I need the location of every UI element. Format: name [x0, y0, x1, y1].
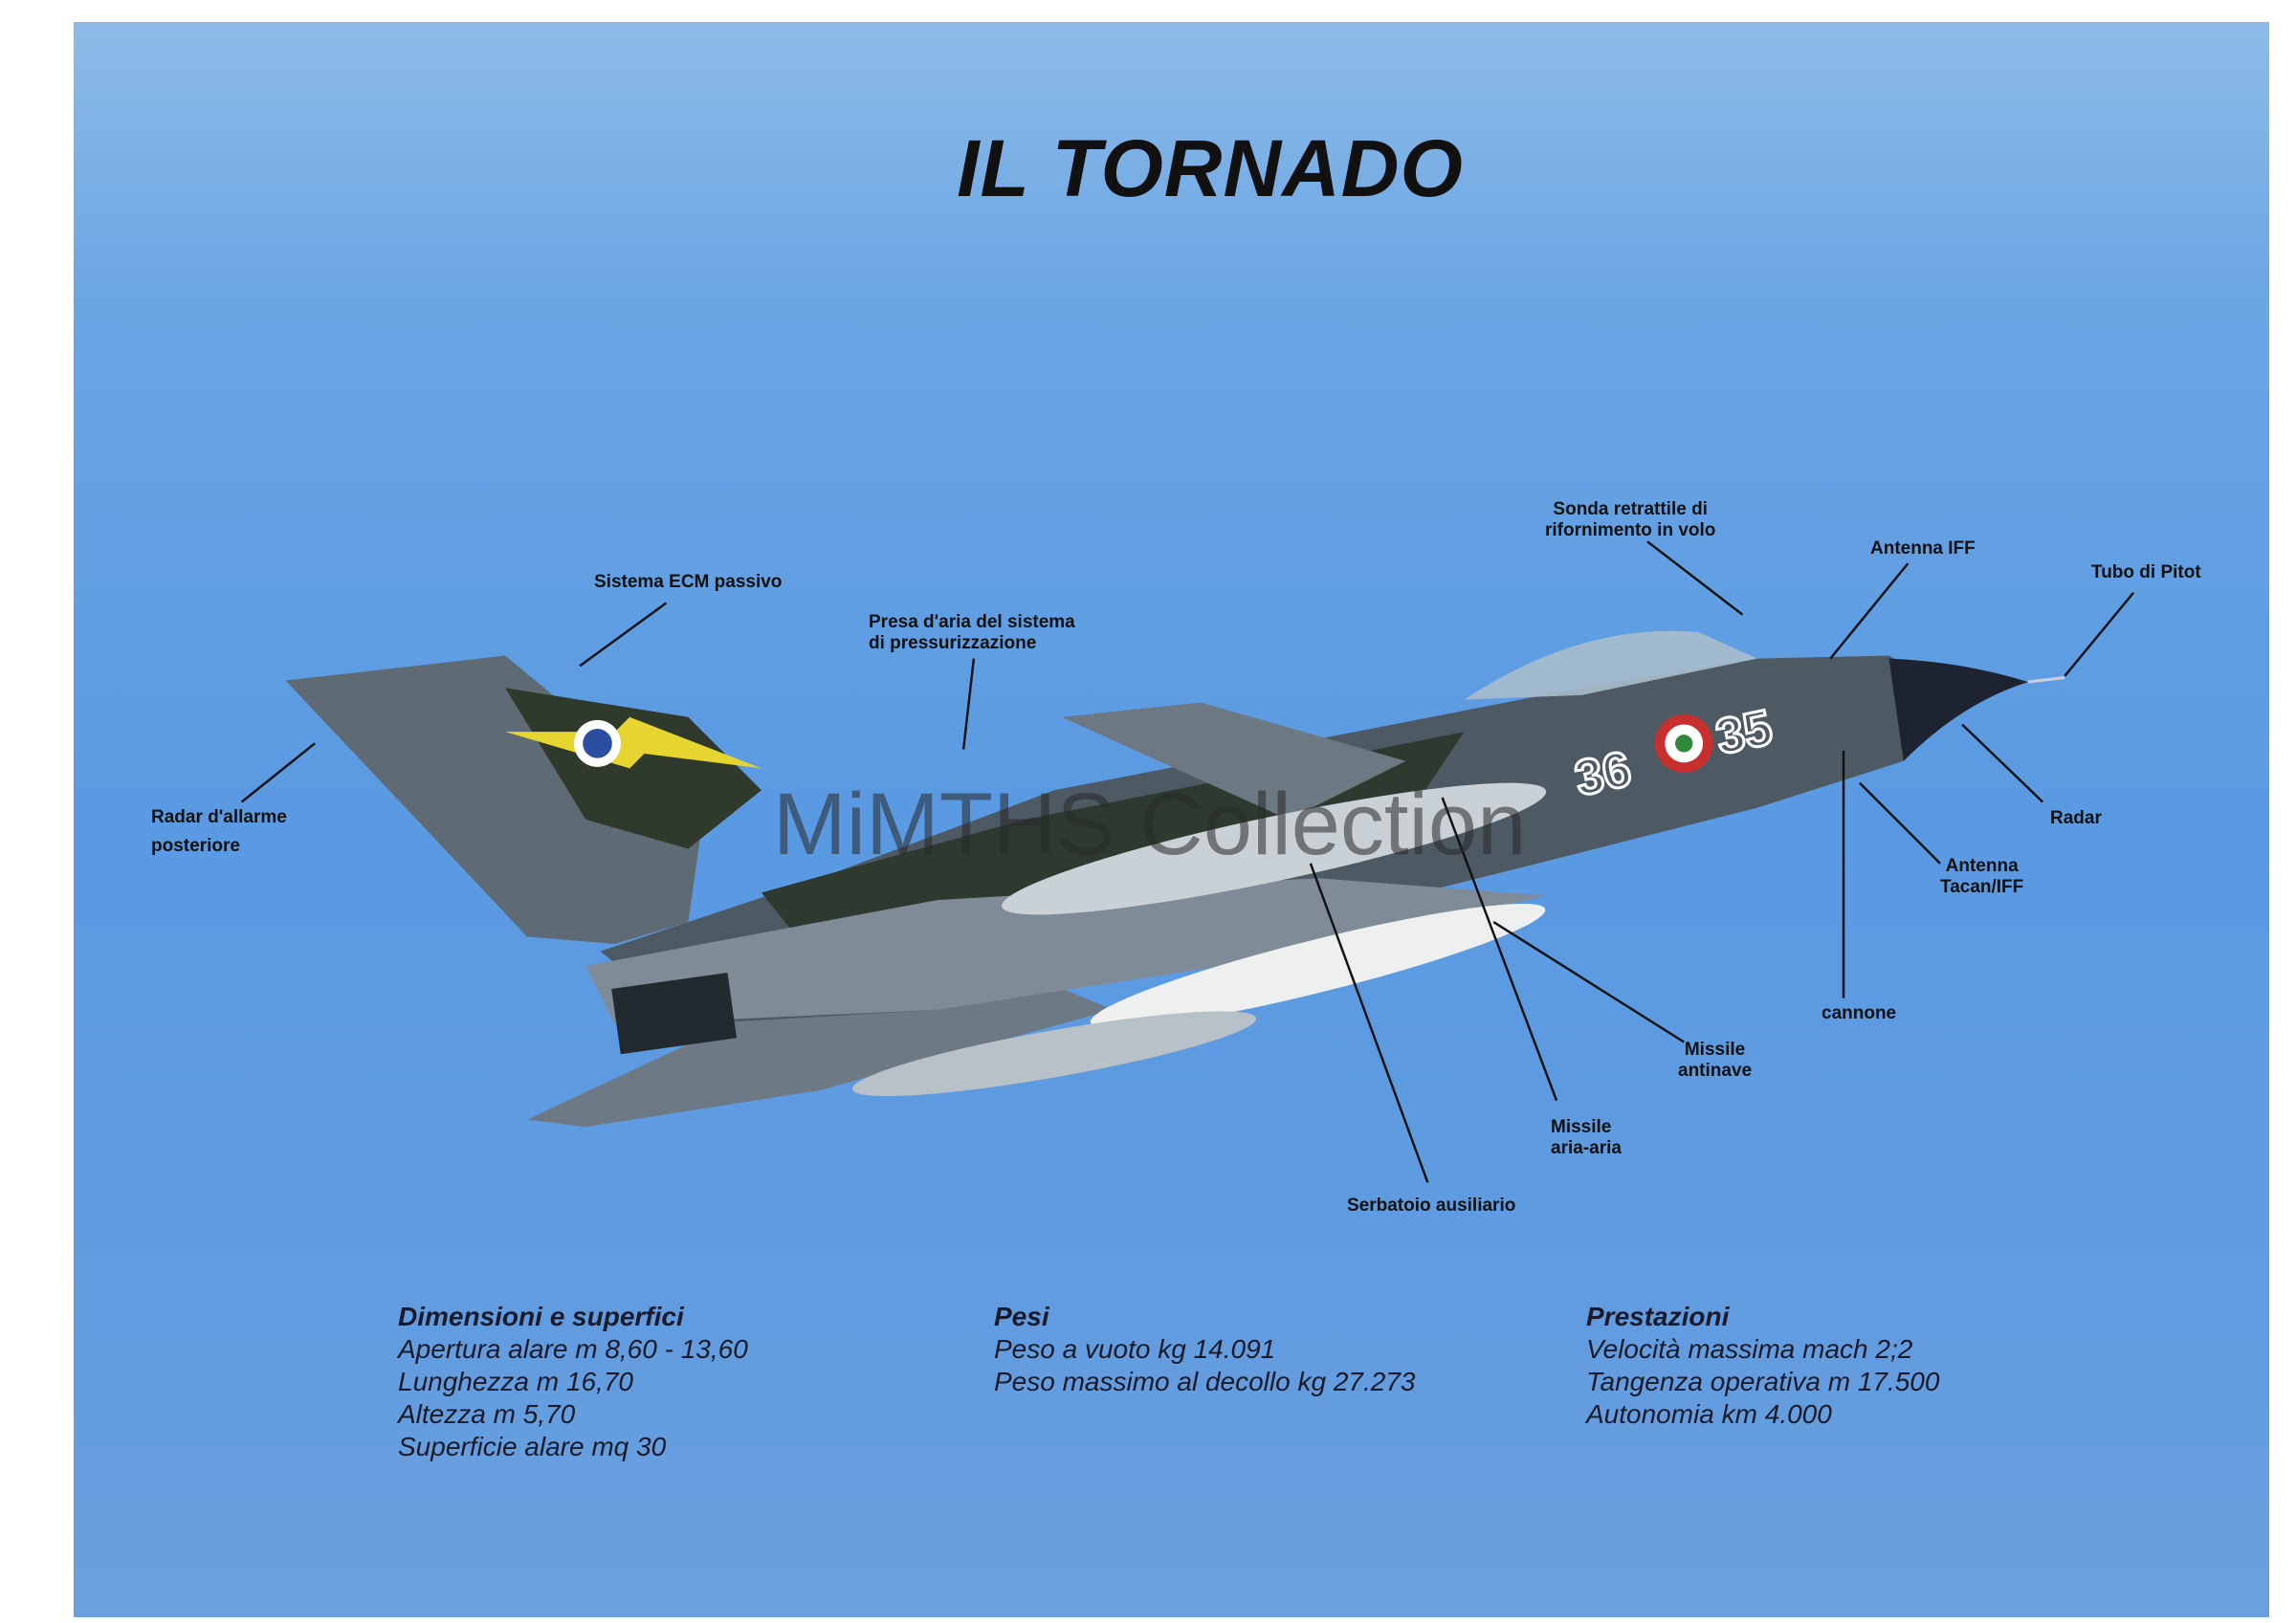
label-tacan: Antenna Tacan/IFF: [1940, 856, 2023, 898]
watermark: MiMTHS Collection: [773, 776, 1527, 873]
label-presa-line2: di pressurizzazione: [869, 633, 1037, 653]
label-pitot: Tubo di Pitot: [2091, 562, 2201, 582]
leader-serbatoio: [1309, 863, 1429, 1183]
leader-sonda: [1646, 540, 1744, 616]
spec-line: Superficie alare mq 30: [398, 1432, 667, 1461]
label-radar-allarme: Radar d'allarme posteriore: [151, 803, 287, 861]
specs-performance: Prestazioni Velocità massima mach 2;2 Ta…: [1586, 1301, 1939, 1431]
squadron-lightning: [505, 716, 762, 769]
label-tacan-line2: Tacan/IFF: [1940, 877, 2024, 897]
spec-line: Autonomia km 4.000: [1586, 1399, 1832, 1429]
engine-intake: [611, 973, 738, 1055]
canopy: [1464, 630, 1757, 700]
leader-pitot: [2064, 591, 2135, 677]
spec-line: Apertura alare m 8,60 - 13,60: [398, 1334, 748, 1364]
leader-ecm: [579, 602, 668, 668]
spec-line: Altezza m 5,70: [398, 1399, 576, 1429]
lower-tank: [851, 1011, 1257, 1097]
label-sonda-line1: Sonda retrattile di: [1553, 499, 1708, 519]
specs-weights-heading: Pesi: [994, 1302, 1049, 1331]
label-aria-line2: aria-aria: [1551, 1138, 1622, 1158]
spec-line: Peso massimo al decollo kg 27.273: [994, 1367, 1416, 1396]
wing-glove: [1061, 702, 1406, 820]
auxiliary-tank: [1002, 782, 1547, 915]
label-radar-allarme-line2: posteriore: [151, 836, 240, 856]
spec-line: Velocità massima mach 2;2: [1586, 1334, 1913, 1364]
leader-antinave: [1492, 920, 1685, 1043]
anti-ship-missile: [1090, 903, 1546, 1028]
label-sonda-line2: rifornimento in volo: [1545, 520, 1716, 540]
label-radar: Radar: [2050, 808, 2102, 828]
label-antenna-iff: Antenna IFF: [1870, 538, 1976, 559]
lower-wing: [527, 973, 1114, 1128]
label-antinave: Missile antinave: [1678, 1040, 1752, 1082]
page-title: IL TORNADO: [957, 123, 1464, 213]
leader-presa: [961, 658, 976, 750]
leader-lines: [240, 540, 2135, 1183]
leader-tacan: [1859, 781, 1941, 865]
aircraft-number-right: 35: [1711, 700, 1777, 766]
aircraft-number-left: 36: [1570, 741, 1636, 807]
leader-iff: [1829, 562, 1910, 660]
wing: [585, 878, 1545, 1025]
label-presa: Presa d'aria del sistema di pressurizzaz…: [869, 612, 1075, 654]
label-aria-aria: Missile aria-aria: [1551, 1117, 1622, 1159]
leader-radar-allarme: [240, 742, 316, 803]
label-cannone: cannone: [1821, 1003, 1897, 1023]
specs-dimensions: Dimensioni e superfici Apertura alare m …: [398, 1301, 748, 1463]
label-radar-allarme-line1: Radar d'allarme: [151, 807, 287, 827]
spec-line: Lunghezza m 16,70: [398, 1367, 633, 1396]
label-serbatoio: Serbatoio ausiliario: [1347, 1195, 1516, 1216]
nose-radome: [1888, 658, 2028, 761]
specs-performance-heading: Prestazioni: [1586, 1302, 1730, 1331]
tail-camo: [505, 688, 762, 849]
label-presa-line1: Presa d'aria del sistema: [869, 612, 1075, 632]
leader-radar: [1961, 723, 2044, 803]
leader-aria: [1441, 797, 1558, 1102]
spec-line: Tangenza operativa m 17.500: [1586, 1367, 1940, 1396]
label-antinave-line2: antinave: [1678, 1061, 1753, 1081]
spec-line: Peso a vuoto kg 14.091: [994, 1334, 1276, 1364]
label-antinave-line1: Missile: [1684, 1040, 1746, 1060]
specs-dimensions-heading: Dimensioni e superfici: [398, 1302, 684, 1331]
label-aria-line1: Missile: [1551, 1117, 1612, 1137]
label-tacan-line1: Antenna: [1945, 856, 2019, 876]
label-ecm: Sistema ECM passivo: [594, 572, 783, 592]
tail-fin: [285, 655, 703, 944]
label-sonda: Sonda retrattile di rifornimento in volo: [1545, 499, 1715, 541]
specs-weights: Pesi Peso a vuoto kg 14.091 Peso massimo…: [994, 1301, 1415, 1398]
